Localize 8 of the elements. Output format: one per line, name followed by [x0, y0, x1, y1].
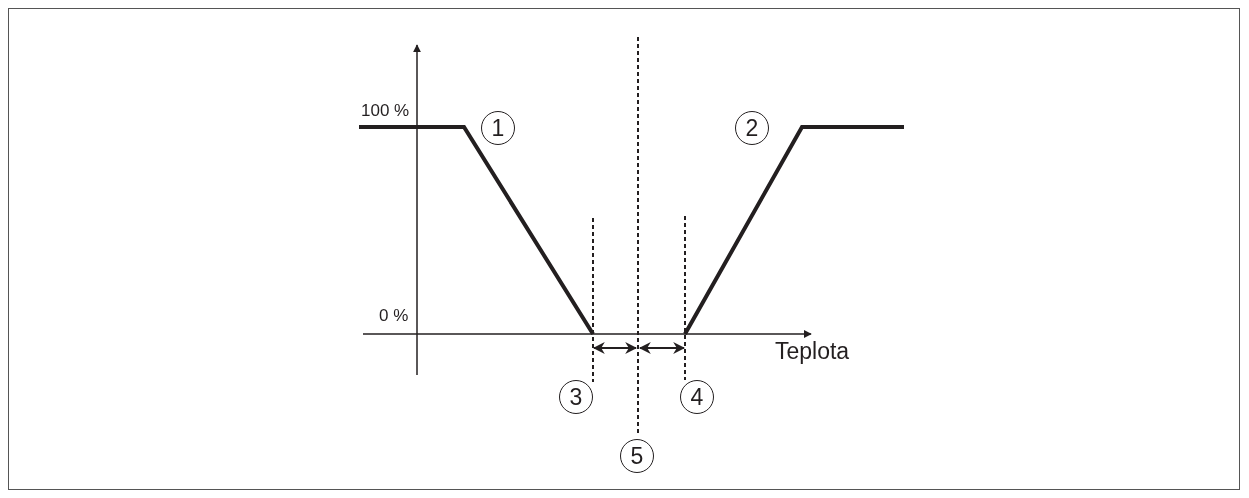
axis-title: Teplota [775, 340, 850, 363]
axis-label: 100 % [361, 102, 410, 119]
callout-number: 2 [735, 111, 769, 145]
callout-number: 4 [680, 380, 714, 414]
axis-label: 0 % [379, 307, 409, 324]
callout-number: 5 [620, 439, 654, 473]
callout-number: 1 [481, 111, 515, 145]
callout-number: 3 [559, 380, 593, 414]
